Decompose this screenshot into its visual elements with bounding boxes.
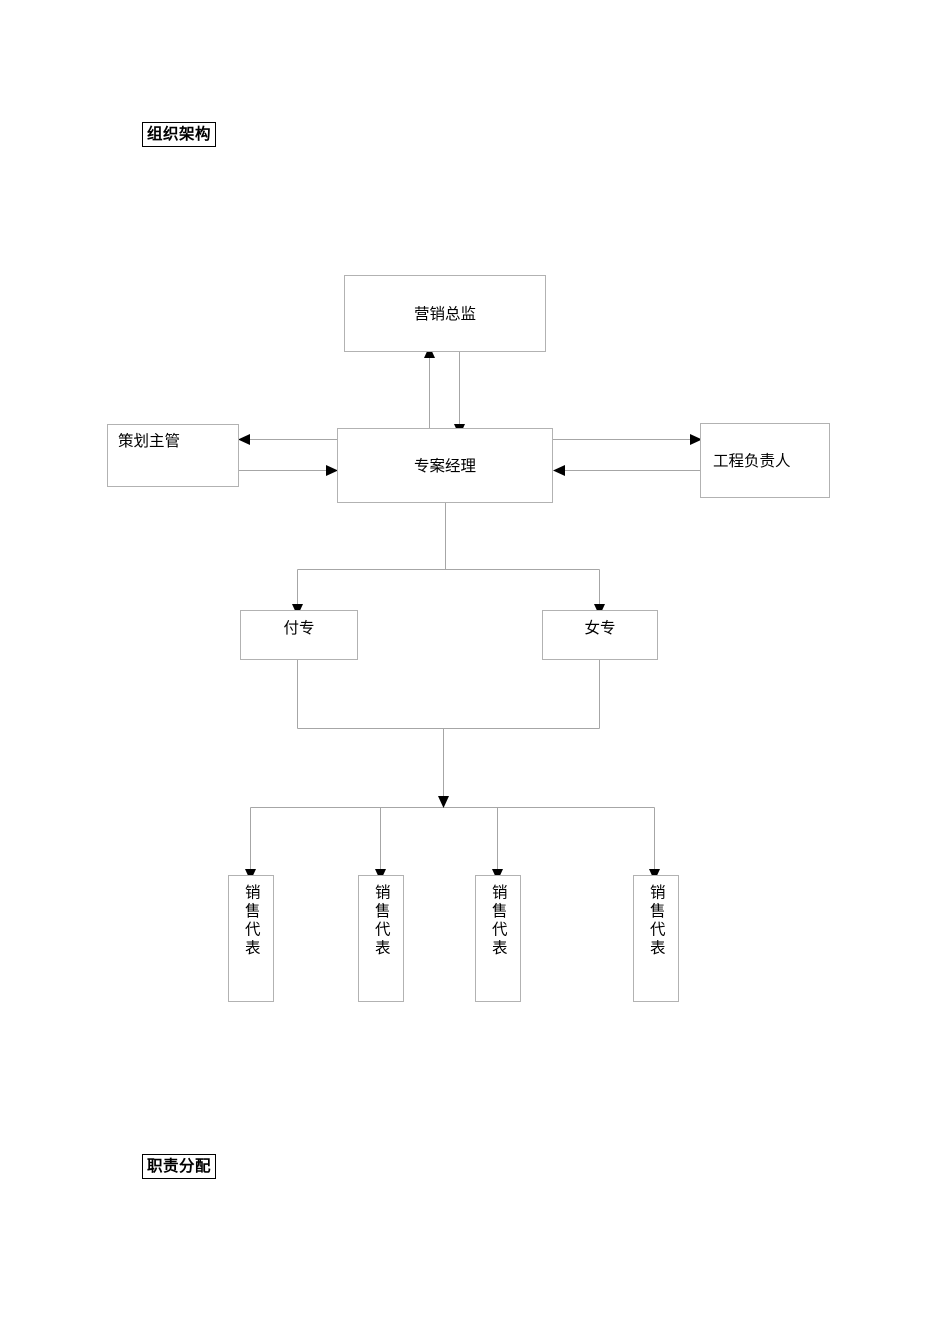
- node-project-manager[interactable]: 专案经理: [337, 428, 553, 503]
- node-sales-representative-4[interactable]: 销售代表: [633, 875, 679, 1002]
- node-engineering-manager[interactable]: 工程负责人: [700, 423, 830, 498]
- arrowhead-down-sales-bus: [438, 796, 449, 808]
- node-label: 营销总监: [413, 304, 476, 323]
- node-sales-representative-3[interactable]: 销售代表: [475, 875, 521, 1002]
- node-fu-zhuan[interactable]: 付专: [240, 610, 358, 660]
- section-title-org-structure: 组织架构: [142, 122, 217, 147]
- arrowhead-left-planning: [238, 434, 250, 445]
- node-label: 工程负责人: [713, 451, 791, 470]
- node-label: 策划主管: [118, 432, 181, 450]
- section-title-duty-allocation: 职责分配: [142, 1154, 217, 1179]
- node-label: 女专: [584, 619, 616, 637]
- node-label: 销售代表: [647, 884, 666, 958]
- node-planning-supervisor[interactable]: 策划主管: [107, 424, 239, 487]
- node-nv-zhuan[interactable]: 女专: [542, 610, 658, 660]
- node-label: 销售代表: [489, 884, 508, 958]
- arrowhead-left-pm: [553, 465, 565, 476]
- node-sales-representative-2[interactable]: 销售代表: [358, 875, 404, 1002]
- node-label: 付专: [283, 619, 315, 637]
- node-sales-representative-1[interactable]: 销售代表: [228, 875, 274, 1002]
- node-marketing-director[interactable]: 营销总监: [344, 275, 546, 352]
- node-label: 专案经理: [413, 456, 476, 475]
- node-label: 销售代表: [372, 884, 391, 958]
- node-label: 销售代表: [242, 884, 261, 958]
